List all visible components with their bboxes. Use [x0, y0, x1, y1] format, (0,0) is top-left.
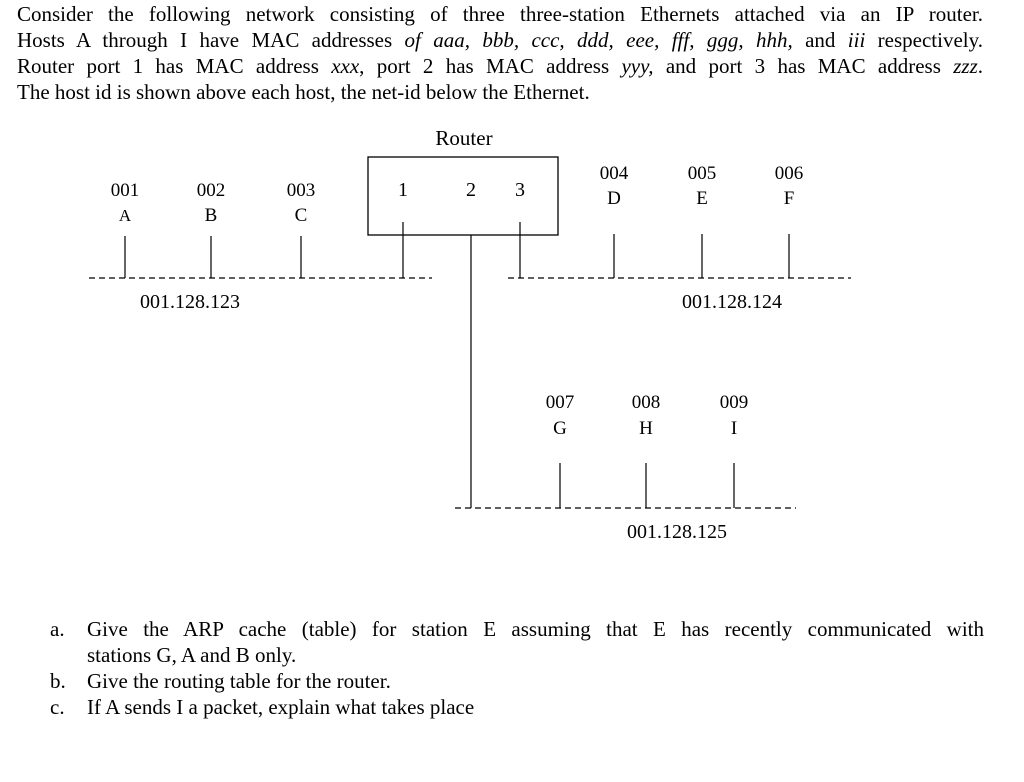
host-c-id: 003: [287, 180, 316, 201]
intro-line-3-post: .: [977, 54, 983, 78]
host-h-name: H: [639, 418, 653, 439]
intro-line-3: Router port 1 has MAC address xxx, port …: [17, 53, 983, 79]
router-label: Router: [435, 126, 492, 150]
intro-line-1: Consider the following network consistin…: [17, 2, 983, 26]
intro-line-3-mid1: , port 2 has MAC address: [359, 54, 622, 78]
question-a-text-line-1: Give the ARP cache (table) for station E…: [87, 617, 984, 641]
mac-iii: iii: [847, 28, 866, 52]
router-box: [367, 156, 559, 236]
intro-line-2-post: respectively.: [865, 28, 983, 52]
mac-yyy: yyy,: [621, 54, 654, 78]
host-f-name: F: [784, 188, 795, 209]
mac-list: of aaa, bbb, ccc, ddd, eee, fff, ggg, hh…: [404, 28, 793, 52]
router-port-3: 3: [515, 179, 525, 201]
mac-xxx: xxx: [331, 54, 360, 78]
host-g-name: G: [553, 418, 567, 439]
question-c-text: If A sends I a packet, explain what take…: [87, 695, 475, 719]
question-c: c. If A sends I a packet, explain what t…: [50, 694, 984, 720]
host-d-name: D: [607, 188, 621, 209]
host-a-name: A: [119, 206, 132, 225]
host-i-id: 009: [720, 392, 749, 413]
question-b: b. Give the routing table for the router…: [50, 668, 984, 694]
host-d-id: 004: [600, 163, 629, 184]
problem-statement: Consider the following network consistin…: [17, 1, 983, 105]
question-c-label: c.: [50, 695, 65, 719]
question-b-label: b.: [50, 669, 66, 693]
host-h-id: 008: [632, 392, 661, 413]
intro-line-3-mid2: and port 3 has MAC address: [653, 54, 954, 78]
host-f-id: 006: [775, 163, 804, 184]
question-a-label: a.: [50, 617, 65, 641]
host-b-name: B: [205, 205, 218, 226]
host-b-id: 002: [197, 180, 226, 201]
host-e-name: E: [696, 188, 708, 209]
host-c-name: C: [295, 205, 308, 226]
host-g-id: 007: [546, 392, 575, 413]
mac-zzz: zzz: [953, 54, 978, 78]
host-e-id: 005: [688, 163, 717, 184]
intro-line-3-pre: Router port 1 has MAC address: [17, 54, 332, 78]
question-a-text-line-2: stations G, A and B only.: [87, 643, 297, 667]
router-port-2: 2: [466, 179, 476, 201]
intro-line-2: Hosts A through I have MAC addresses of …: [17, 27, 983, 53]
network-3-id: 001.128.125: [627, 521, 727, 543]
question-b-text: Give the routing table for the router.: [87, 669, 391, 693]
router-port-1: 1: [398, 179, 408, 201]
question-a: a. Give the ARP cache (table) for statio…: [50, 616, 984, 668]
host-i-name: I: [731, 418, 737, 439]
question-list: a. Give the ARP cache (table) for statio…: [50, 616, 984, 720]
intro-line-2-pre: Hosts A through I have MAC addresses: [17, 28, 405, 52]
network-1-id: 001.128.123: [140, 291, 240, 313]
network-2-id: 001.128.124: [682, 291, 782, 313]
intro-line-2-and: and: [792, 28, 848, 52]
intro-line-4: The host id is shown above each host, th…: [17, 80, 590, 104]
host-a-id: 001: [111, 180, 140, 201]
